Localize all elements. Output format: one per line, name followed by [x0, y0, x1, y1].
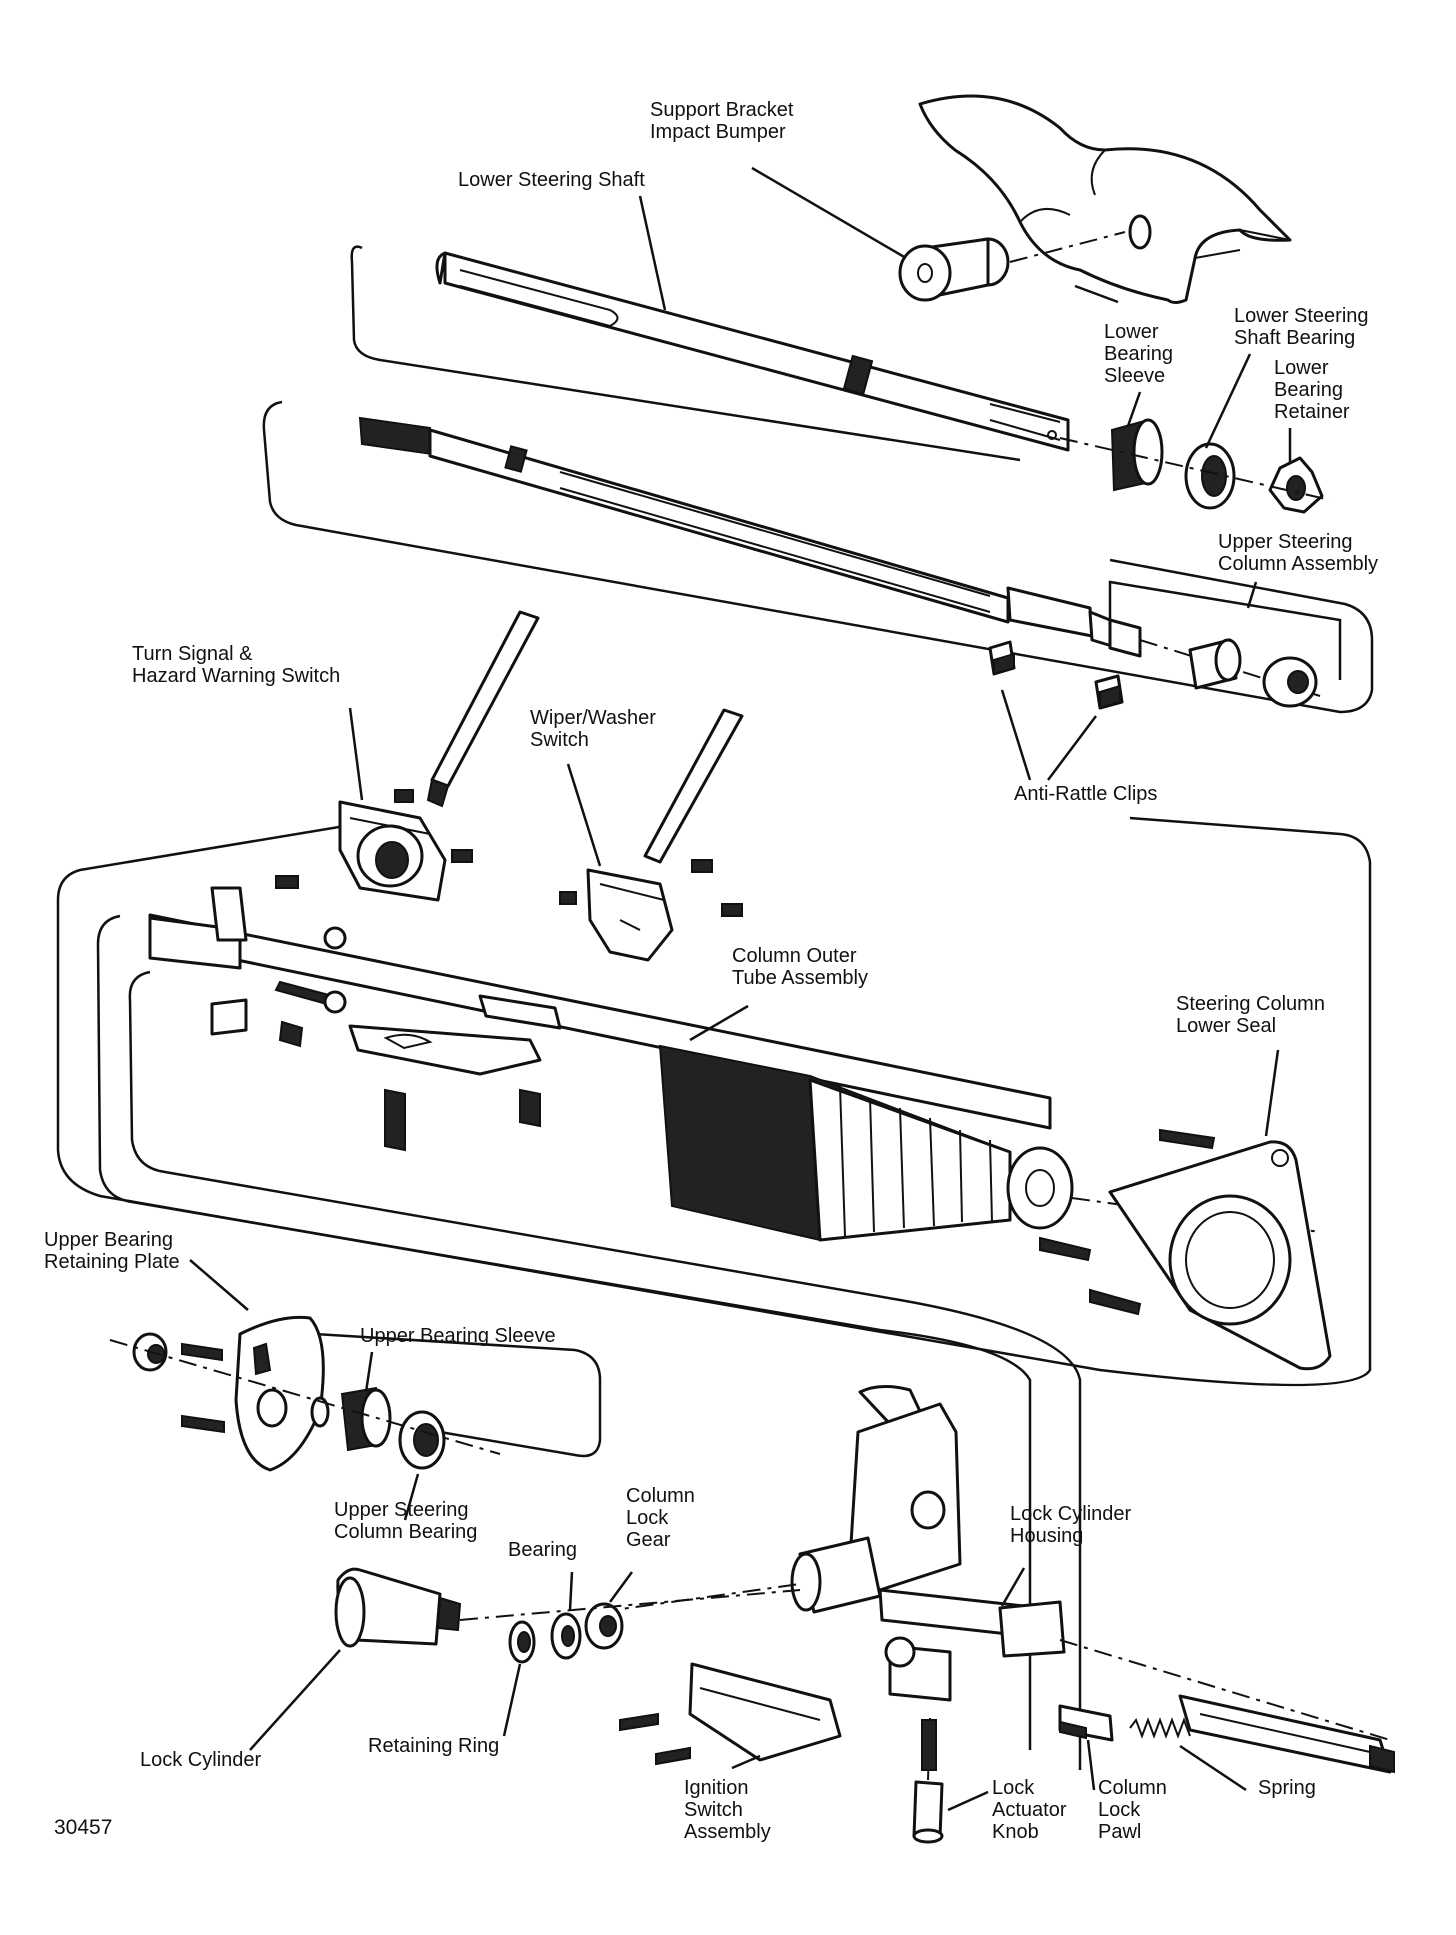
label-lock-actuator-knob: Lock Actuator Knob [992, 1777, 1072, 1843]
lower-seal-bolts [1039, 1128, 1216, 1316]
label-wiper-washer-switch: Wiper/Washer Switch [530, 707, 662, 751]
lock-actuator-rack [1178, 1694, 1395, 1774]
leader-lower-steering-shaft [638, 195, 667, 311]
label-lower-steering-shaft-bearing: Lower Steering Shaft Bearing [1234, 305, 1374, 349]
leader-lock-cylinder-housing [1000, 1567, 1026, 1607]
label-retaining-ring: Retaining Ring [368, 1735, 499, 1757]
label-spring: Spring [1258, 1777, 1316, 1799]
lock-actuator-knob [912, 1717, 944, 1844]
column-outer-tube-boot [658, 1044, 1074, 1242]
turn-signal-lever [426, 610, 540, 808]
leader-lock-actuator-knob [947, 1790, 989, 1812]
upper-column-leader [1246, 581, 1258, 609]
label-bearing: Bearing [508, 1539, 577, 1561]
spring [1129, 1717, 1191, 1739]
leader-retaining-ring [502, 1663, 522, 1737]
label-turn-signal-switch: Turn Signal & Hazard Warning Switch [132, 643, 340, 687]
leader-upper-bearing-plate [189, 1259, 249, 1311]
lock-housing-group-outline-2 [128, 970, 1082, 1770]
label-column-lock-gear: Column Lock Gear [626, 1485, 700, 1551]
lower-steering-shaft-bearing [1184, 442, 1236, 510]
leader-support-bracket [751, 166, 907, 260]
steering-column-lower-seal [1108, 1140, 1332, 1371]
outer-tube-group-outline [56, 816, 1372, 1387]
wiper-washer-switch [559, 859, 743, 962]
upper-column-bracket [1108, 580, 1342, 680]
retaining-ring [508, 1620, 536, 1664]
turn-signal-hazard-switch [275, 789, 473, 902]
wiper-washer-lever [643, 708, 744, 864]
leader-column-lock-gear [608, 1571, 634, 1603]
label-anti-rattle-clips: Anti-Rattle Clips [1014, 783, 1157, 805]
label-lower-steering-shaft: Lower Steering Shaft [458, 169, 645, 191]
upper-column-group-outline [262, 400, 1374, 714]
label-upper-bearing-sleeve: Upper Bearing Sleeve [360, 1325, 556, 1347]
anti-rattle-leader-1 [1000, 689, 1032, 781]
upper-bearing-plate-screws [132, 1332, 225, 1434]
impact-bumper [898, 231, 1126, 302]
label-upper-steering-column-bearing: Upper Steering Column Bearing [334, 1499, 477, 1543]
lock-cylinder-housing [790, 1385, 1066, 1702]
leader-bearing [568, 1571, 574, 1611]
leader-column-lock-pawl [1086, 1739, 1096, 1791]
label-upper-steering-column-assembly: Upper Steering Column Assembly [1218, 531, 1378, 575]
leader-turn-signal [348, 707, 364, 801]
leader-upper-bearing-sleeve [364, 1351, 374, 1393]
figure-number: 30457 [54, 1816, 112, 1839]
lower-bearing-centerline [1059, 437, 1331, 501]
label-column-outer-tube: Column Outer Tube Assembly [732, 945, 868, 989]
anti-rattle-clip-2 [1094, 674, 1124, 710]
leader-spring [1179, 1744, 1247, 1792]
leader-lower-shaft-bearing [1204, 353, 1252, 449]
upper-steering-column-shaft [358, 416, 1142, 658]
leader-upper-column-bearing [403, 1473, 420, 1521]
label-steering-column-lower-seal: Steering Column Lower Seal [1176, 993, 1331, 1037]
lower-bearing-retainer [1268, 456, 1324, 514]
bearing-part [550, 1612, 582, 1660]
leader-column-outer-tube [689, 1004, 749, 1042]
upper-shaft-bushing [1262, 656, 1318, 708]
column-lock-gear [584, 1602, 624, 1650]
leader-lower-bearing-sleeve [1126, 391, 1142, 427]
upper-steering-column-bearing [398, 1410, 446, 1470]
upper-bearing-retaining-plate [234, 1315, 325, 1472]
label-lock-cylinder-housing: Lock Cylinder Housing [1010, 1503, 1137, 1547]
column-outer-tube [148, 886, 1052, 1152]
label-lower-bearing-sleeve: Lower Bearing Sleeve [1104, 321, 1179, 387]
label-lower-bearing-retainer: Lower Bearing Retainer [1274, 357, 1350, 423]
leader-lock-cylinder [249, 1649, 341, 1751]
leader-wiper-washer [566, 763, 602, 867]
upper-bearing-centerline [109, 1339, 501, 1455]
lock-cylinder-centerline [459, 1589, 801, 1621]
label-lock-cylinder: Lock Cylinder [140, 1749, 262, 1771]
lower-steering-shaft [435, 251, 1070, 452]
leader-lower-seal [1264, 1049, 1280, 1137]
label-upper-bearing-retaining-plate: Upper Bearing Retaining Plate [44, 1229, 180, 1273]
lock-housing-group-outline [96, 914, 1032, 1750]
anti-rattle-leader-2 [1047, 715, 1097, 781]
upper-bearing-group-outline [249, 1328, 602, 1458]
upper-shaft-sleeve [1188, 638, 1242, 690]
label-support-bracket: Support Bracket Impact Bumper [650, 99, 799, 143]
column-lock-pawl [1058, 1704, 1114, 1742]
label-column-lock-pawl: Column Lock Pawl [1098, 1777, 1172, 1843]
leader-ignition-switch [731, 1754, 761, 1770]
lower-shaft-group-outline [350, 245, 1119, 462]
support-bracket [918, 94, 1292, 304]
anti-rattle-clip-1 [988, 640, 1016, 676]
ignition-switch-assembly [619, 1662, 842, 1766]
lock-rack-centerline [1059, 1639, 1391, 1741]
lock-cylinder [334, 1567, 462, 1648]
label-ignition-switch-assembly: Ignition Switch Assembly [684, 1777, 771, 1843]
